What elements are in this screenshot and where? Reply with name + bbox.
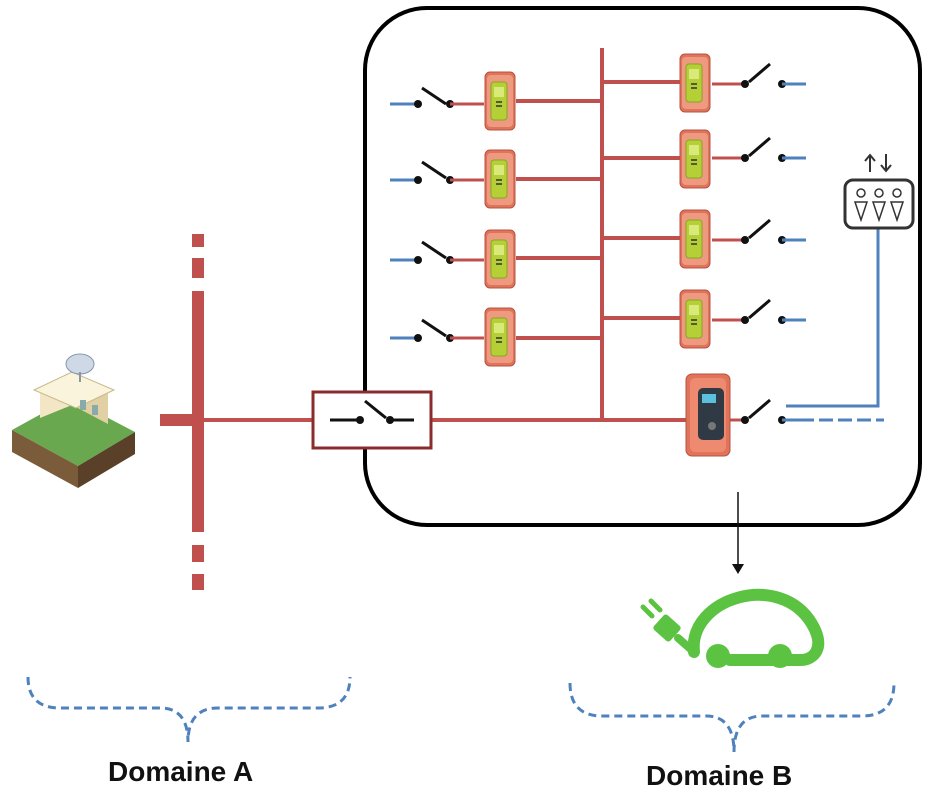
substation-building-icon	[12, 353, 135, 488]
smart-meter-icon	[484, 149, 516, 209]
domain-a-brace	[26, 676, 352, 743]
charger-switch	[741, 398, 786, 424]
smart-meter-icon	[484, 229, 516, 289]
installation-enclosure	[363, 6, 922, 527]
left-meter-2	[390, 149, 516, 209]
domain-b-brace	[568, 682, 896, 753]
right-meter-3	[679, 209, 806, 269]
electric-car-plug-icon	[640, 588, 825, 668]
right-meter-4	[679, 289, 806, 349]
domain-b-label: Domaine B	[646, 760, 793, 791]
left-meter-3	[390, 229, 516, 289]
smart-meter-icon	[679, 209, 711, 269]
ev-arrow	[732, 492, 744, 574]
domain-a-label: Domaine A	[108, 756, 254, 787]
main-switch	[311, 390, 433, 450]
left-meter-1	[390, 71, 516, 131]
smart-meter-icon	[679, 289, 711, 349]
gateway-comm-line	[786, 228, 880, 408]
right-meter-2	[679, 129, 806, 189]
left-meter-4	[390, 307, 516, 367]
data-concentrator-icon	[843, 153, 915, 230]
right-branches	[602, 80, 684, 320]
smart-meter-icon	[679, 129, 711, 189]
ev-charger-icon	[685, 373, 731, 457]
smart-meter-icon	[484, 307, 516, 367]
smart-meter-icon	[484, 71, 516, 131]
left-branches	[516, 99, 602, 340]
right-meter-1	[679, 53, 806, 113]
smart-meter-icon	[679, 53, 711, 113]
